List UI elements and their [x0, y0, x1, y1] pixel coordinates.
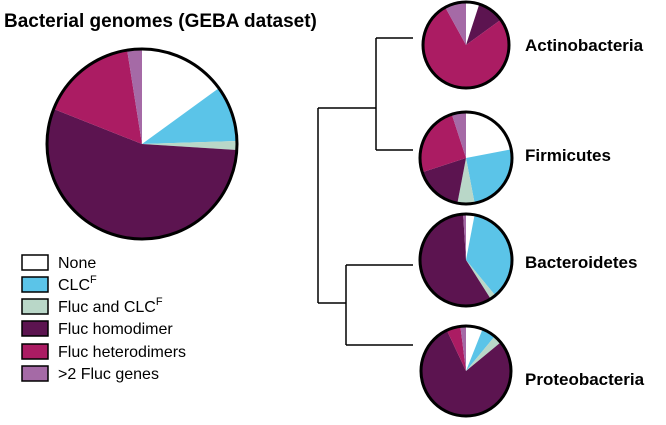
- pie-slice-clcf: [466, 214, 513, 296]
- legend-swatch: [21, 254, 49, 271]
- legend-label: Fluc homodimer: [58, 321, 173, 338]
- pie-slice-none: [466, 1, 480, 46]
- legend-swatch: [21, 343, 49, 360]
- label-firmicutes: Firmicutes: [525, 146, 611, 165]
- pie-outline: [419, 324, 513, 418]
- legend-swatch: [21, 276, 49, 293]
- pie-slice-fluc-homodimer: [420, 330, 511, 417]
- pie-slice-2-fluc-genes: [463, 214, 466, 260]
- pie-slice-2-fluc-genes: [445, 1, 466, 45]
- legend-item-clcf: CLCF: [21, 274, 97, 294]
- pie-slice-none: [466, 112, 512, 158]
- legend-item-fluc-heterodimers: Fluc heterodimers: [21, 343, 186, 361]
- legend-item-fluc-homodimer: Fluc homodimer: [21, 320, 173, 338]
- pie-slice-none: [466, 326, 483, 371]
- pie-outline: [418, 110, 514, 206]
- legend-swatch: [21, 298, 49, 315]
- label-proteobacteria: Proteobacteria: [525, 370, 645, 389]
- pie-slice-2-fluc-genes: [451, 112, 466, 158]
- pie-bacteroidetes: [418, 212, 514, 308]
- pie-slice-clcf: [466, 149, 513, 204]
- legend-label: >2 Fluc genes: [58, 366, 159, 383]
- pie-slice-clcf: [466, 329, 495, 371]
- pie-slice-fluc-and-clcf: [466, 336, 501, 371]
- pie-slice-fluc-homodimer: [420, 214, 491, 306]
- pie-outline: [45, 47, 239, 241]
- pie-slice-2-fluc-genes: [460, 326, 466, 371]
- legend-label: CLCF: [58, 274, 97, 294]
- pie-charts: [45, 0, 514, 418]
- pie-slice-clcf: [142, 88, 237, 144]
- legend-item-more-than-2-fluc-genes: >2 Fluc genes: [21, 365, 159, 383]
- pie-outline: [418, 212, 514, 308]
- pie-slice-none: [142, 49, 219, 144]
- pie-slice-fluc-heterodimers: [446, 326, 466, 371]
- pie-slice-fluc-and-clcf: [466, 260, 496, 299]
- pie-slice-none: [466, 213, 475, 260]
- pie-slice-fluc-homodimer: [422, 158, 466, 204]
- label-actinobacteria: Actinobacteria: [525, 36, 644, 55]
- pie-slice-fluc-and-clcf: [457, 158, 475, 205]
- phylogenetic-tree: [317, 37, 413, 346]
- legend: None CLCF Fluc and CLCF Fluc homodimer F…: [21, 254, 186, 383]
- pie-slice-fluc-heterodimers: [422, 7, 509, 88]
- legend-item-fluc-and-clcf: Fluc and CLCF: [21, 296, 163, 316]
- pie-outline: [421, 0, 511, 90]
- pie-slice-fluc-and-clcf: [142, 141, 237, 150]
- tree-branch-upper: [318, 37, 413, 151]
- main-title: Bacterial genomes (GEBA dataset): [4, 11, 317, 32]
- legend-item-none: None: [21, 254, 96, 272]
- pie-proteobacteria: [419, 324, 513, 418]
- pie-firmicutes: [418, 110, 514, 206]
- legend-swatch: [21, 365, 49, 382]
- pie-actinobacteria: [421, 0, 511, 90]
- tree-branch-lower: [318, 264, 413, 346]
- pie-slice-fluc-heterodimers: [53, 50, 142, 144]
- legend-label: Fluc and CLCF: [58, 296, 163, 316]
- pie-overall: [45, 47, 239, 241]
- pie-slice-fluc-homodimer: [466, 4, 501, 46]
- legend-swatch: [21, 320, 49, 337]
- legend-label: None: [58, 255, 96, 272]
- pie-slice-fluc-homodimer: [46, 109, 237, 240]
- label-bacteroidetes: Bacteroidetes: [525, 253, 637, 272]
- pie-slice-2-fluc-genes: [127, 49, 142, 144]
- legend-label: Fluc heterodimers: [58, 344, 186, 361]
